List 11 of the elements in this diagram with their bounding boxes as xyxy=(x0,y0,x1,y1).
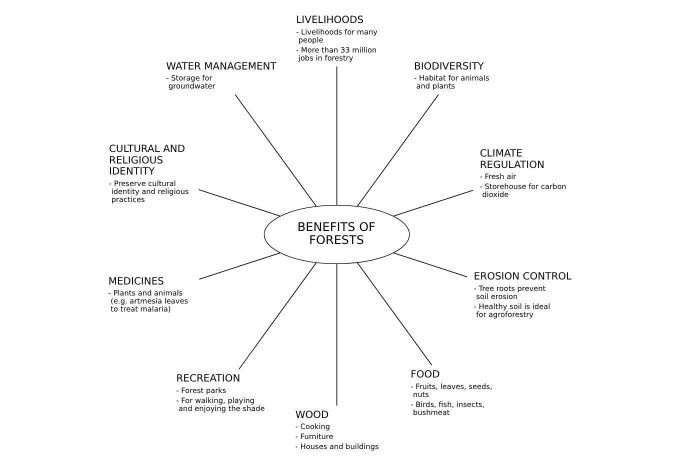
connector xyxy=(238,262,316,370)
connector xyxy=(356,94,438,207)
connector xyxy=(336,263,337,406)
connector xyxy=(198,252,280,280)
connector xyxy=(392,190,474,216)
connector xyxy=(234,94,316,207)
connector xyxy=(198,189,280,216)
connector xyxy=(356,262,432,366)
node-ellipse: BENEFITS OF FORESTS xyxy=(263,205,410,264)
connector xyxy=(336,66,337,206)
connector xyxy=(392,252,468,278)
